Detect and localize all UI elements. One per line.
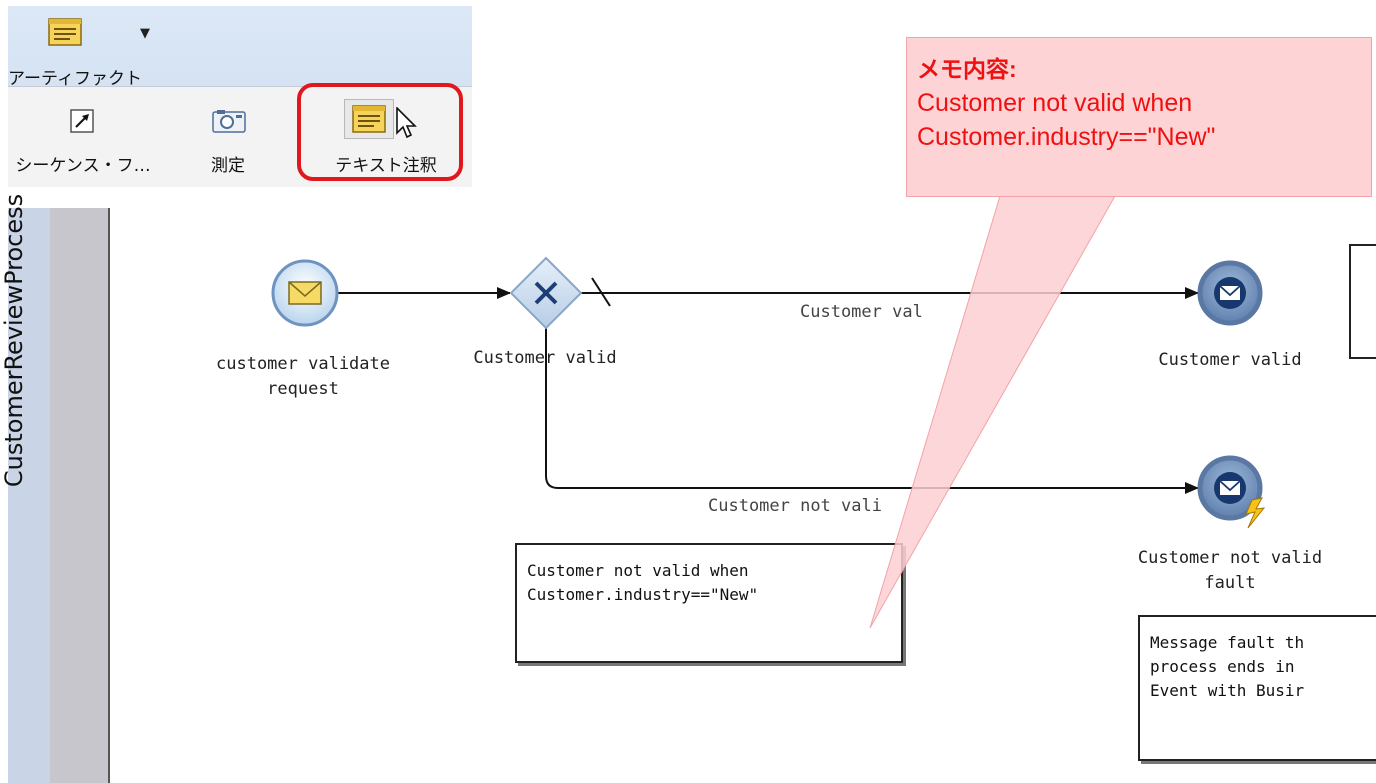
artifact-dropdown-button[interactable]: ▼ <box>42 16 162 56</box>
sequence-flow-tool-label: シーケンス・フ… <box>15 156 151 176</box>
pool-header[interactable]: CustomerReviewProcess <box>0 194 51 783</box>
start-event-label: customer validate request <box>216 354 390 399</box>
ribbon-toolbar: ▼ アーティファクト シーケンス・フ… 測定 <box>8 6 472 187</box>
end-valid-label: Customer valid <box>1158 350 1302 370</box>
mouse-pointer-icon <box>396 106 418 143</box>
highlight-box <box>297 83 463 181</box>
chevron-down-icon: ▼ <box>140 26 150 41</box>
text-annotation-icon <box>48 18 82 50</box>
flow-not-valid-label: Customer not vali <box>708 496 882 516</box>
partial-annotation-right[interactable] <box>1349 244 1376 359</box>
lane-header[interactable] <box>50 208 110 783</box>
callout-note: メモ内容: Customer not valid when Customer.i… <box>906 37 1372 197</box>
artifact-tool-panel: シーケンス・フ… 測定 <box>8 86 472 187</box>
gateway-label: Customer valid <box>473 348 617 368</box>
flow-valid-label: Customer val <box>800 302 923 322</box>
measure-tool[interactable]: 測定 <box>168 87 288 187</box>
start-message-event[interactable] <box>271 259 339 327</box>
flow-gateway-to-fault[interactable] <box>545 326 1199 494</box>
text-annotation-tool-label: テキスト注釈 <box>335 156 437 176</box>
end-fault-label: Customer not valid fault <box>1137 548 1323 593</box>
exclusive-gateway[interactable] <box>509 256 583 330</box>
artifact-group-label: アーティファクト <box>8 69 142 89</box>
text-annotation-tool[interactable]: テキスト注釈 <box>300 87 472 187</box>
measure-tool-label: 測定 <box>211 156 245 176</box>
text-annotation-not-valid[interactable]: Customer not valid when Customer.industr… <box>515 543 903 663</box>
callout-title: メモ内容: <box>917 56 1017 82</box>
text-annotation-fault[interactable]: Message fault th process ends in Event w… <box>1138 615 1376 761</box>
end-message-event-valid[interactable] <box>1197 260 1263 326</box>
sequence-flow-icon <box>70 109 94 137</box>
callout-body: Customer not valid when Customer.industr… <box>917 89 1216 151</box>
text-annotation-icon <box>344 99 394 139</box>
measure-camera-icon <box>212 109 246 137</box>
end-message-event-fault[interactable] <box>1197 455 1266 529</box>
sequence-flow-tool[interactable]: シーケンス・フ… <box>8 87 158 187</box>
